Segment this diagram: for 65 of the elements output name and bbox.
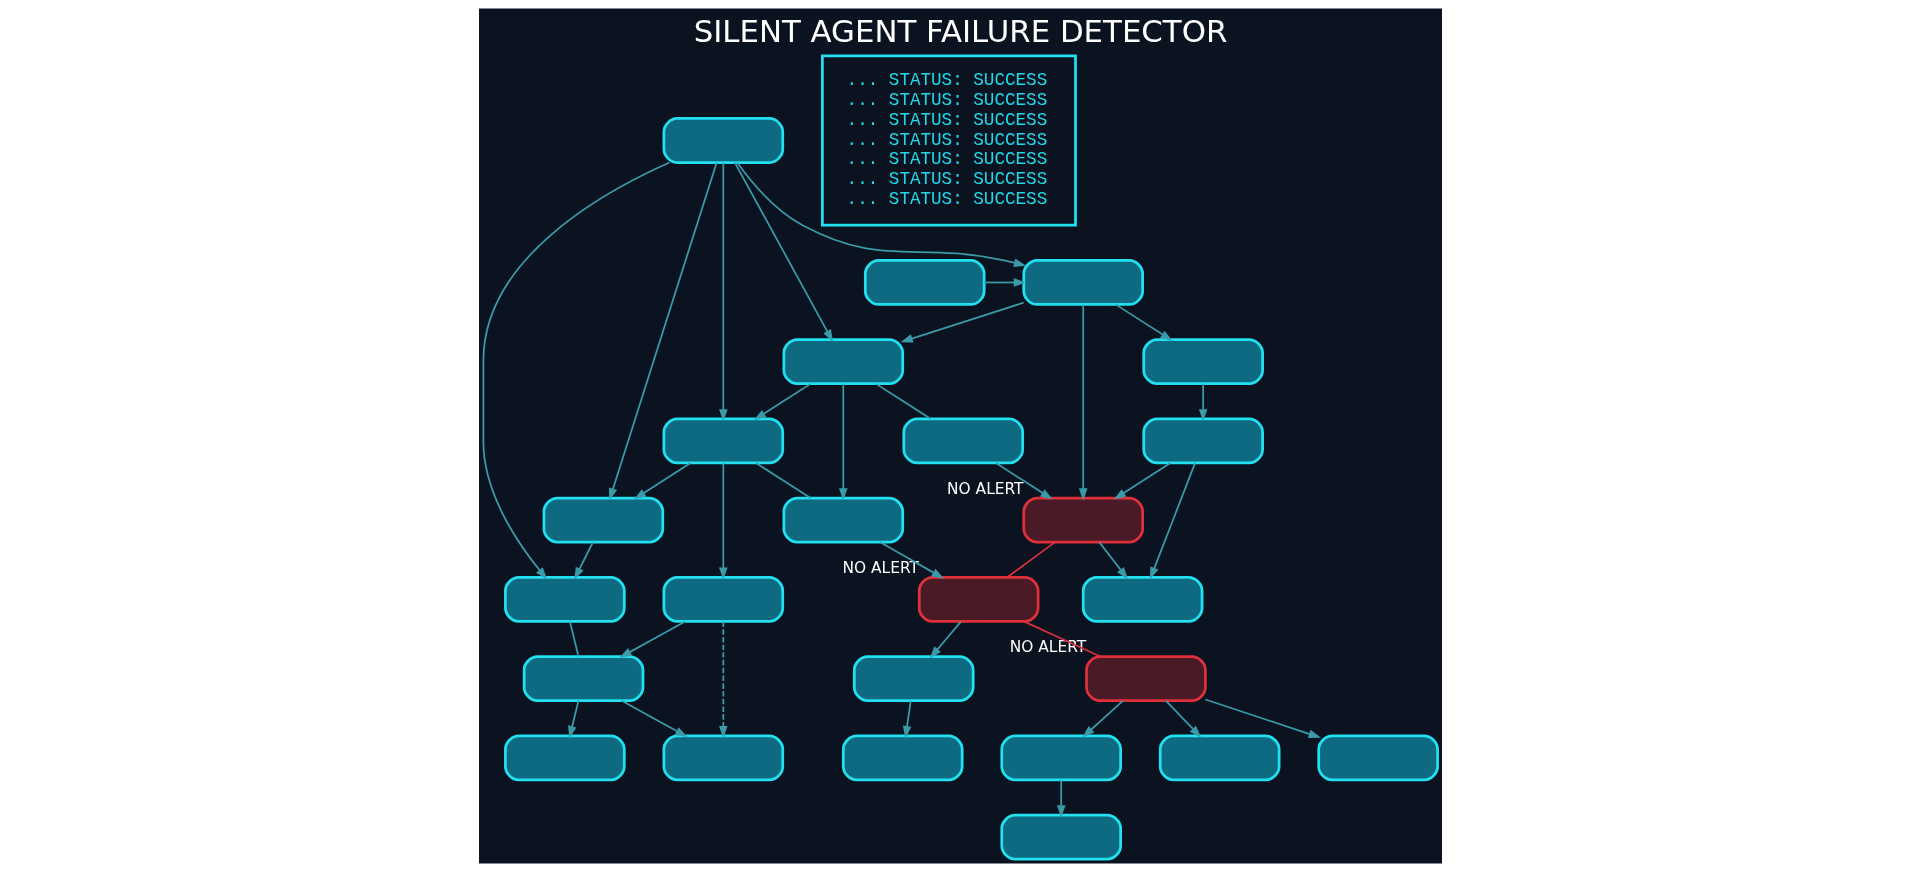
- node-box: [863, 259, 986, 306]
- arrow: [1113, 462, 1171, 500]
- arrow: [994, 462, 1053, 500]
- node-box: [852, 655, 975, 703]
- connector: [874, 383, 931, 420]
- arrow: [1078, 304, 1088, 501]
- node-box: [782, 338, 904, 386]
- node-label: NO ALERT: [946, 480, 1023, 498]
- arrow: [733, 161, 833, 342]
- node-box: [522, 655, 644, 703]
- arrow: [838, 383, 848, 501]
- node-box: [1021, 496, 1144, 544]
- arrow: [567, 699, 579, 739]
- arrow: [718, 462, 728, 580]
- connector: [754, 462, 811, 499]
- node-box: [999, 734, 1122, 782]
- arrow: [482, 161, 670, 580]
- node-label: NO ALERT: [842, 559, 919, 578]
- node-box: [662, 117, 784, 164]
- arrow: [620, 699, 687, 738]
- node-box: [841, 734, 964, 782]
- arrow: [1164, 699, 1201, 738]
- arrow: [1198, 383, 1207, 422]
- node-box: [1081, 576, 1203, 623]
- node-box: [901, 417, 1024, 465]
- node-box: [542, 496, 664, 544]
- node-label: NO ALERT: [1009, 638, 1086, 657]
- arrow: [735, 161, 1026, 267]
- arrow: [983, 278, 1026, 287]
- connector: [568, 620, 579, 658]
- node-box: [1316, 734, 1439, 782]
- arrow: [718, 620, 728, 739]
- node-box: [503, 734, 626, 782]
- arrow: [929, 620, 962, 659]
- node-box: [1084, 655, 1207, 703]
- arrow: [878, 541, 944, 579]
- node-box: [662, 576, 784, 623]
- node-box: ... STATUS: SUCCESS ... STATUS: SUCCESS ... STATUS: SUCCESS ... STATUS: SUCCESS ... STATUS: SUCCESS ... STATUS: SUCCESS ... STATUS: SUCCESS: [820, 54, 1077, 227]
- arrow: [753, 383, 811, 421]
- arrow: [902, 699, 912, 739]
- arrow: [618, 620, 686, 658]
- node-box: [999, 813, 1122, 861]
- node-box: [1141, 417, 1264, 465]
- arrow: [633, 462, 691, 500]
- connector: [1023, 620, 1101, 658]
- node-box: [917, 576, 1039, 623]
- arrow: [1149, 462, 1196, 580]
- arrow: [1204, 698, 1321, 739]
- node-box: [1021, 259, 1144, 306]
- node-box: [782, 496, 904, 544]
- arrow: [573, 541, 594, 580]
- node-box: [503, 576, 626, 623]
- connector: [1005, 541, 1056, 579]
- node-box: [1158, 734, 1280, 782]
- arrow: [1098, 541, 1128, 580]
- diagram-title: SILENT AGENT FAILURE DETECTOR: [693, 12, 1227, 49]
- node-box: [662, 734, 784, 782]
- arrow: [608, 162, 717, 501]
- arrow: [718, 161, 728, 422]
- arrow: [1081, 699, 1124, 738]
- node-box: [1141, 338, 1264, 386]
- arrow: [900, 301, 1024, 343]
- node-box: [662, 417, 784, 465]
- arrow: [1114, 303, 1173, 342]
- arrow: [1056, 779, 1065, 818]
